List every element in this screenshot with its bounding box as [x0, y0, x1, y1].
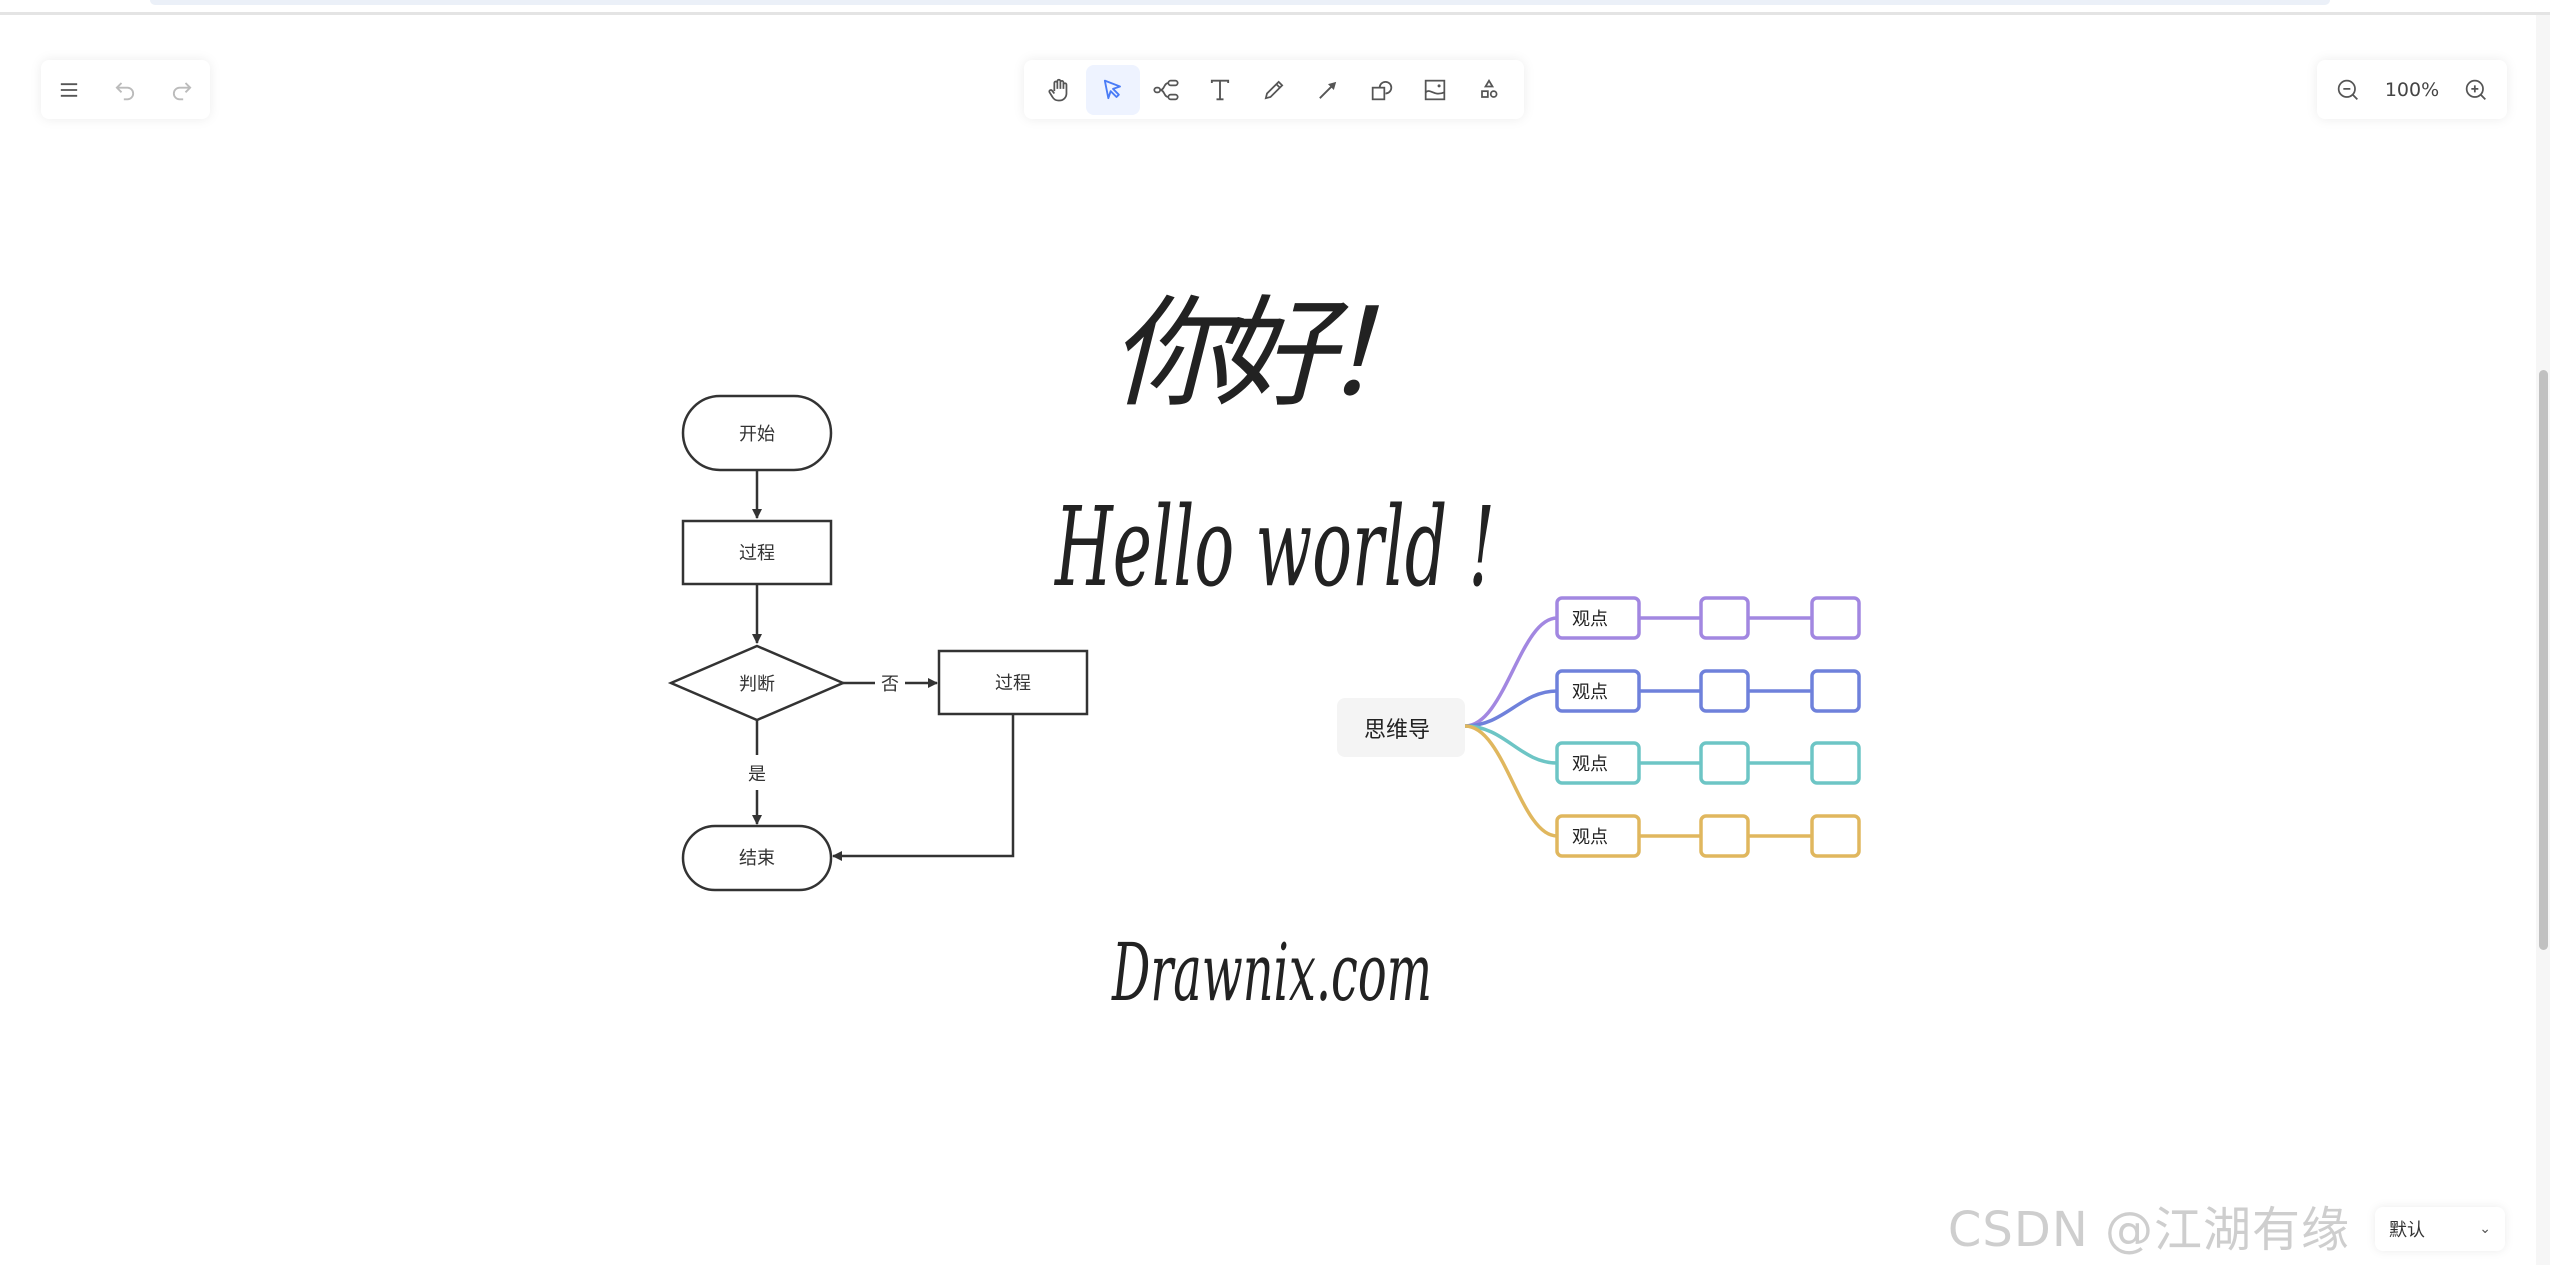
mindmap-node[interactable] — [1555, 669, 1641, 713]
flow-no-label: 否 — [881, 674, 899, 695]
zoom-toolbar: 100% — [2317, 60, 2507, 119]
mindmap-node-empty[interactable] — [1810, 814, 1861, 858]
mindmap-root[interactable] — [1337, 698, 1465, 757]
zoom-level[interactable]: 100% — [2384, 78, 2440, 101]
flow-yes-label: 是 — [748, 764, 766, 785]
zoom-out-button[interactable] — [2321, 65, 2375, 115]
pencil-icon — [1264, 80, 1284, 99]
vertical-scrollbar[interactable] — [2536, 15, 2550, 1265]
text-tool-button[interactable] — [1193, 65, 1247, 115]
mindmap-node-label: 观点 — [1572, 754, 1608, 775]
mindmap-node-empty[interactable] — [1699, 814, 1750, 858]
mindmap-node[interactable] — [1555, 741, 1641, 785]
hand-icon — [1048, 78, 1068, 101]
mindmap-root-label: 思维导 — [1364, 718, 1430, 743]
redo-button[interactable] — [155, 65, 209, 115]
handwriting-nihao[interactable]: 你好！ — [1110, 285, 1470, 424]
image-tool-button[interactable] — [1408, 65, 1462, 115]
arrow-icon — [1318, 81, 1336, 99]
mindmap-branch-line — [1464, 724, 1558, 838]
handwriting-drawnix[interactable]: Drawnix.com — [1111, 926, 1432, 1019]
menu-icon — [60, 82, 78, 97]
undo-icon — [115, 81, 135, 100]
redo-icon — [172, 81, 192, 100]
app-toolbar-left — [41, 60, 210, 119]
main-toolbar — [1024, 60, 1524, 119]
hand-tool-button[interactable] — [1032, 65, 1086, 115]
flow-end-shape[interactable] — [681, 824, 833, 892]
shapes-library-icon — [1481, 78, 1498, 98]
pointer-icon — [1103, 79, 1121, 99]
mindmap-node-empty[interactable] — [1699, 669, 1750, 713]
mindmap-node-empty[interactable] — [1810, 741, 1861, 785]
mindmap-node-empty[interactable] — [1699, 741, 1750, 785]
pen-tool-button[interactable] — [1247, 65, 1301, 115]
mindmap-node-empty[interactable] — [1699, 596, 1750, 640]
handwriting-hello-world[interactable]: Hello world ! — [1054, 483, 1495, 611]
mindmap-icon — [1153, 79, 1179, 100]
theme-select-value: 默认 — [2389, 1220, 2425, 1241]
mindmap-node-empty[interactable] — [1810, 596, 1861, 640]
divider — [0, 12, 2550, 15]
chevron-down-icon: ⌄ — [2479, 1221, 2491, 1237]
undo-button[interactable] — [98, 65, 152, 115]
flow-end-label: 结束 — [739, 848, 775, 869]
arrow-tool-button[interactable] — [1301, 65, 1355, 115]
mindmap-tool-button[interactable] — [1140, 65, 1194, 115]
extra-tools-button[interactable] — [1462, 65, 1516, 115]
image-icon — [1425, 79, 1446, 100]
flow-process-label: 过程 — [995, 673, 1031, 694]
browser-top-strip — [150, 0, 2330, 5]
text-icon — [1211, 79, 1230, 100]
theme-select[interactable]: 默认 ⌄ — [2375, 1207, 2505, 1251]
mindmap-branch-line — [1464, 689, 1558, 728]
menu-button[interactable] — [42, 65, 96, 115]
flow-process-label: 过程 — [739, 543, 775, 564]
scrollbar-thumb[interactable] — [2539, 370, 2548, 950]
mindmap-node[interactable] — [1555, 814, 1641, 858]
mindmap-branch-line — [1464, 616, 1558, 728]
shape-tool-button[interactable] — [1355, 65, 1409, 115]
mindmap-node-label: 观点 — [1572, 682, 1608, 703]
flow-arrow[interactable] — [832, 714, 1015, 861]
zoom-in-button[interactable] — [2449, 65, 2503, 115]
select-tool-button[interactable] — [1085, 64, 1140, 115]
zoom-in-icon — [2465, 79, 2486, 100]
mindmap-node[interactable] — [1555, 596, 1641, 640]
mindmap-node-empty[interactable] — [1810, 669, 1861, 713]
zoom-out-icon — [2337, 79, 2358, 100]
shape-icon — [1371, 80, 1392, 100]
mindmap-node-label: 观点 — [1572, 827, 1608, 848]
flow-decision-label: 判断 — [739, 674, 775, 695]
mindmap-node-label: 观点 — [1572, 609, 1608, 630]
flow-start-label: 开始 — [739, 424, 775, 445]
mindmap-branch-line — [1464, 724, 1558, 765]
